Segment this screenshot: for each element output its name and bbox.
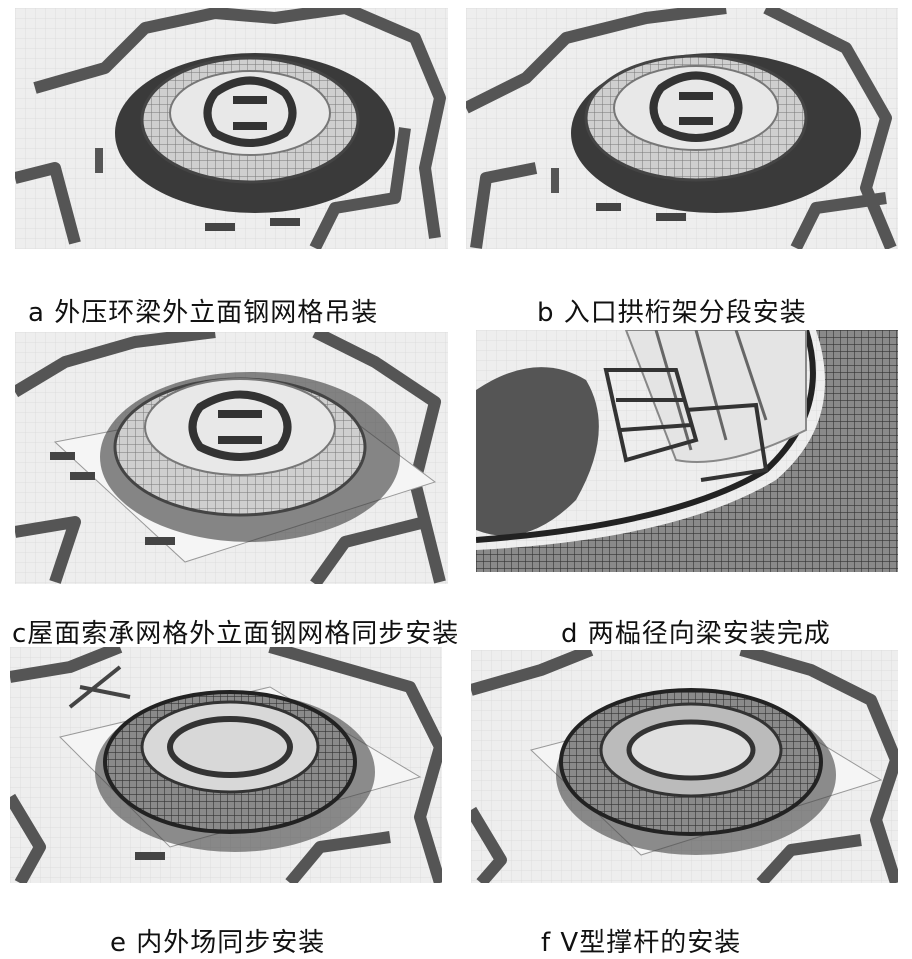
panel-c-image (15, 332, 448, 584)
caption-a: a 外压环梁外立面钢网格吊装 (28, 298, 379, 328)
stadium-render-d (476, 330, 898, 572)
panel-f-image (471, 650, 898, 883)
stadium-render-a (15, 8, 448, 249)
caption-e: e 内外场同步安装 (110, 928, 326, 958)
caption-b: b 入口拱桁架分段安装 (537, 298, 807, 328)
panel-e-image (10, 647, 442, 883)
caption-f: f V型撑杆的安装 (541, 928, 742, 958)
panel-a-image (15, 8, 448, 249)
stadium-render-f (471, 650, 898, 883)
panel-d-image (476, 330, 898, 572)
stadium-render-b (466, 8, 898, 249)
caption-d: d 两榀径向梁安装完成 (561, 619, 831, 649)
panel-b-image (466, 8, 898, 249)
stadium-render-e (10, 647, 442, 883)
caption-c: c屋面索承网格外立面钢网格同步安装 (12, 619, 460, 649)
stadium-render-c (15, 332, 448, 584)
